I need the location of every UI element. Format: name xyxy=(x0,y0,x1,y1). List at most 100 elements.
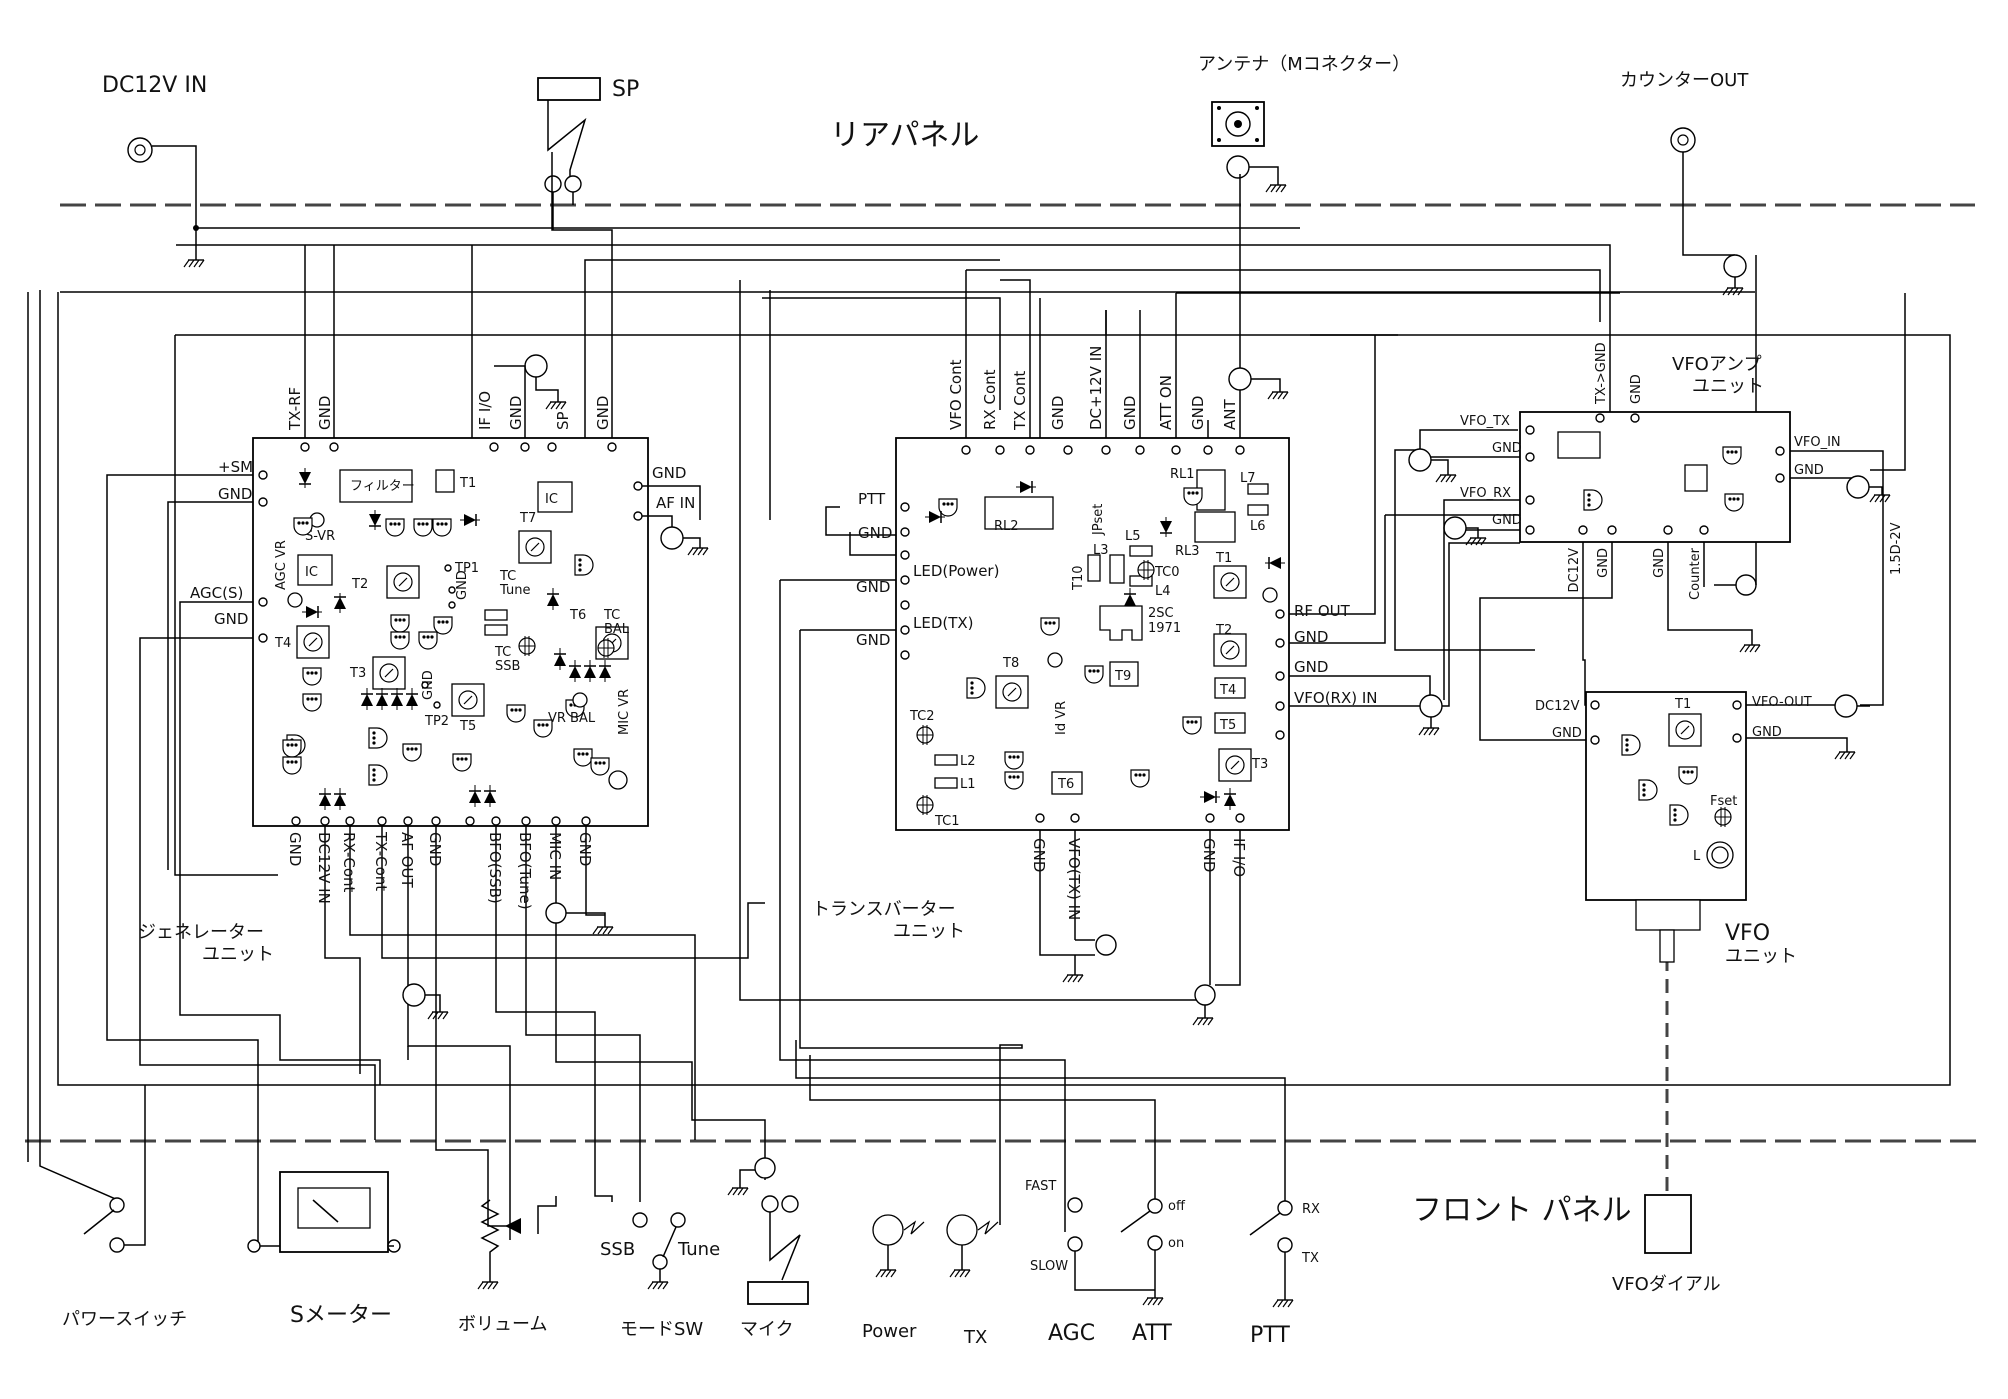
svg-text:Fset: Fset xyxy=(1710,794,1737,809)
gen-pin-gnd-top3: GND xyxy=(594,396,612,430)
gen-pin-tx-rf: TX-RF xyxy=(286,387,304,431)
counter-out-jack-icon xyxy=(1670,127,1696,153)
gen-t3 xyxy=(372,656,406,690)
trv-t8 xyxy=(995,675,1029,709)
volume-label: ボリューム xyxy=(458,1314,547,1335)
vfo-name-line1: VFO xyxy=(1725,921,1770,946)
gen-pin-sm: +SM xyxy=(218,458,253,476)
att-off-label: off xyxy=(1168,1199,1186,1214)
vfo-dial-label: VFOダイアル xyxy=(1612,1274,1721,1295)
trv-pin-if-io: IF I/O xyxy=(1230,838,1248,877)
svg-text:VR BAL: VR BAL xyxy=(548,711,596,726)
trv-t1 xyxy=(1213,565,1247,599)
svg-text:フィルター: フィルター xyxy=(350,479,415,494)
svg-text:T8: T8 xyxy=(1002,656,1019,671)
trv-pin-vfo-cont: VFO Cont xyxy=(947,359,965,430)
mode-switch[interactable] xyxy=(632,1212,686,1290)
svg-text:L: L xyxy=(1693,849,1701,864)
mic-label: マイク xyxy=(740,1319,794,1340)
trv-pin-gnd-l1: GND xyxy=(858,524,892,542)
gen-pin-gnd-top2: GND xyxy=(507,396,525,430)
trv-pin-gnd-b2: GND xyxy=(1200,838,1218,872)
svg-text:TP2: TP2 xyxy=(424,714,449,729)
vfo-pin-dc12v: DC12V xyxy=(1535,699,1580,714)
wiring xyxy=(27,152,1951,1246)
trv-name-line2: ユニット xyxy=(893,921,965,942)
gen-pin-sp: SP xyxy=(554,411,572,430)
svg-text:TC1: TC1 xyxy=(934,814,960,829)
amp-pin-vfo-tx: VFO_TX xyxy=(1460,414,1510,429)
trv-pin-gnd-r2: GND xyxy=(1294,658,1328,676)
trv-pin-led-tx: LED(TX) xyxy=(913,614,974,632)
svg-text:RL3: RL3 xyxy=(1175,544,1200,559)
mode-sw-label: モードSW xyxy=(620,1319,703,1340)
gen-pin-dc12v-in: DC12V IN xyxy=(315,832,333,904)
trv-pin-att-on: ATT ON xyxy=(1157,375,1175,430)
front-panel-label: フロント パネル xyxy=(1412,1193,1632,1228)
svg-text:T6: T6 xyxy=(1057,777,1074,792)
trv-pin-gnd2: GND xyxy=(1121,396,1139,430)
svg-text:Tune: Tune xyxy=(499,583,530,598)
svg-text:T1: T1 xyxy=(1674,697,1691,712)
gen-pin-af-in: AF IN xyxy=(656,494,695,512)
gen-t2 xyxy=(386,565,420,599)
speaker-jack xyxy=(537,77,601,193)
agc-switch[interactable] xyxy=(1067,1197,1155,1291)
amp-pin-dc12v: DC12V xyxy=(1567,548,1582,593)
gen-pin-gnd-right: GND xyxy=(652,464,686,482)
svg-text:L4: L4 xyxy=(1155,584,1171,599)
mic-jack[interactable] xyxy=(727,1157,809,1305)
vfo-amp-unit: TX->GND GND VFO_TX GND VFO_RX GND VFO_IN… xyxy=(1460,342,1904,600)
svg-text:L6: L6 xyxy=(1250,519,1266,534)
att-switch[interactable] xyxy=(1120,1186,1164,1306)
trv-pin-ant: ANT xyxy=(1221,399,1239,430)
svg-text:TC: TC xyxy=(603,608,620,623)
att-label: ATT xyxy=(1132,1321,1172,1346)
mode-tune-label: Tune xyxy=(677,1239,720,1260)
trv-pin-vfo-rx-in: VFO(RX) IN xyxy=(1294,689,1378,707)
trv-name-line1: トランスバーター xyxy=(812,899,956,920)
svg-text:L1: L1 xyxy=(960,777,976,792)
svg-text:TC0: TC0 xyxy=(1154,565,1180,580)
counter-out-label: カウンターOUT xyxy=(1620,70,1749,91)
transverter-unit: VFO Cont RX Cont TX Cont GND DC+12V IN G… xyxy=(856,346,1378,921)
ptt-rx-label: RX xyxy=(1302,1202,1320,1217)
svg-text:BAL: BAL xyxy=(604,622,630,637)
antenna-label: アンテナ（Mコネクター） xyxy=(1198,54,1410,75)
gen-filter xyxy=(339,469,413,503)
volume-control[interactable] xyxy=(435,990,521,1290)
vfo-dial[interactable] xyxy=(1644,1194,1692,1254)
att-on-label: on xyxy=(1168,1236,1184,1251)
trv-pin-gnd-l2: GND xyxy=(856,578,890,596)
amp-pin-gnd-l1: GND xyxy=(1492,441,1522,456)
amp-pin-vfo-rx: VFO_RX xyxy=(1460,486,1511,501)
amp-pin-tx-gnd: TX->GND xyxy=(1594,342,1609,405)
trv-pin-rx-cont: RX Cont xyxy=(981,369,999,430)
svg-text:2SC: 2SC xyxy=(1148,606,1174,621)
trv-pin-gnd-l3: GND xyxy=(856,631,890,649)
trv-pin-gnd1: GND xyxy=(1049,396,1067,430)
amp-name-line2: ユニット xyxy=(1692,376,1764,397)
agc-label: AGC xyxy=(1048,1321,1095,1346)
power-switch[interactable] xyxy=(83,1085,146,1253)
trv-t2 xyxy=(1213,633,1247,667)
amp-pin-gnd-l2: GND xyxy=(1492,513,1522,528)
amp-name-line1: VFOアンプ xyxy=(1672,354,1762,375)
sp-label: SP xyxy=(612,77,639,102)
trv-pin-led-power: LED(Power) xyxy=(913,562,999,580)
trv-pin-gnd-b1: GND xyxy=(1030,838,1048,872)
gen-pin-bfo-tune: BFO(Tune) xyxy=(516,832,534,910)
amp-pin-counter: Counter xyxy=(1688,547,1703,600)
svg-text:T3: T3 xyxy=(349,666,366,681)
agc-fast-label: FAST xyxy=(1025,1179,1056,1194)
ptt-switch[interactable] xyxy=(1249,1200,1294,1308)
svg-text:L2: L2 xyxy=(960,754,976,769)
gen-pin-bfo-ssb: BFO(SSB) xyxy=(486,832,504,904)
gen-pin-gnd-top1: GND xyxy=(316,396,334,430)
svg-text:RL1: RL1 xyxy=(1170,467,1195,482)
gen-pin-mic-in: MIC IN xyxy=(546,832,564,880)
amp-pin-gnd-b2: GND xyxy=(1652,548,1667,578)
svg-text:T5: T5 xyxy=(1219,718,1236,733)
gen-name-line2: ユニット xyxy=(202,944,274,965)
